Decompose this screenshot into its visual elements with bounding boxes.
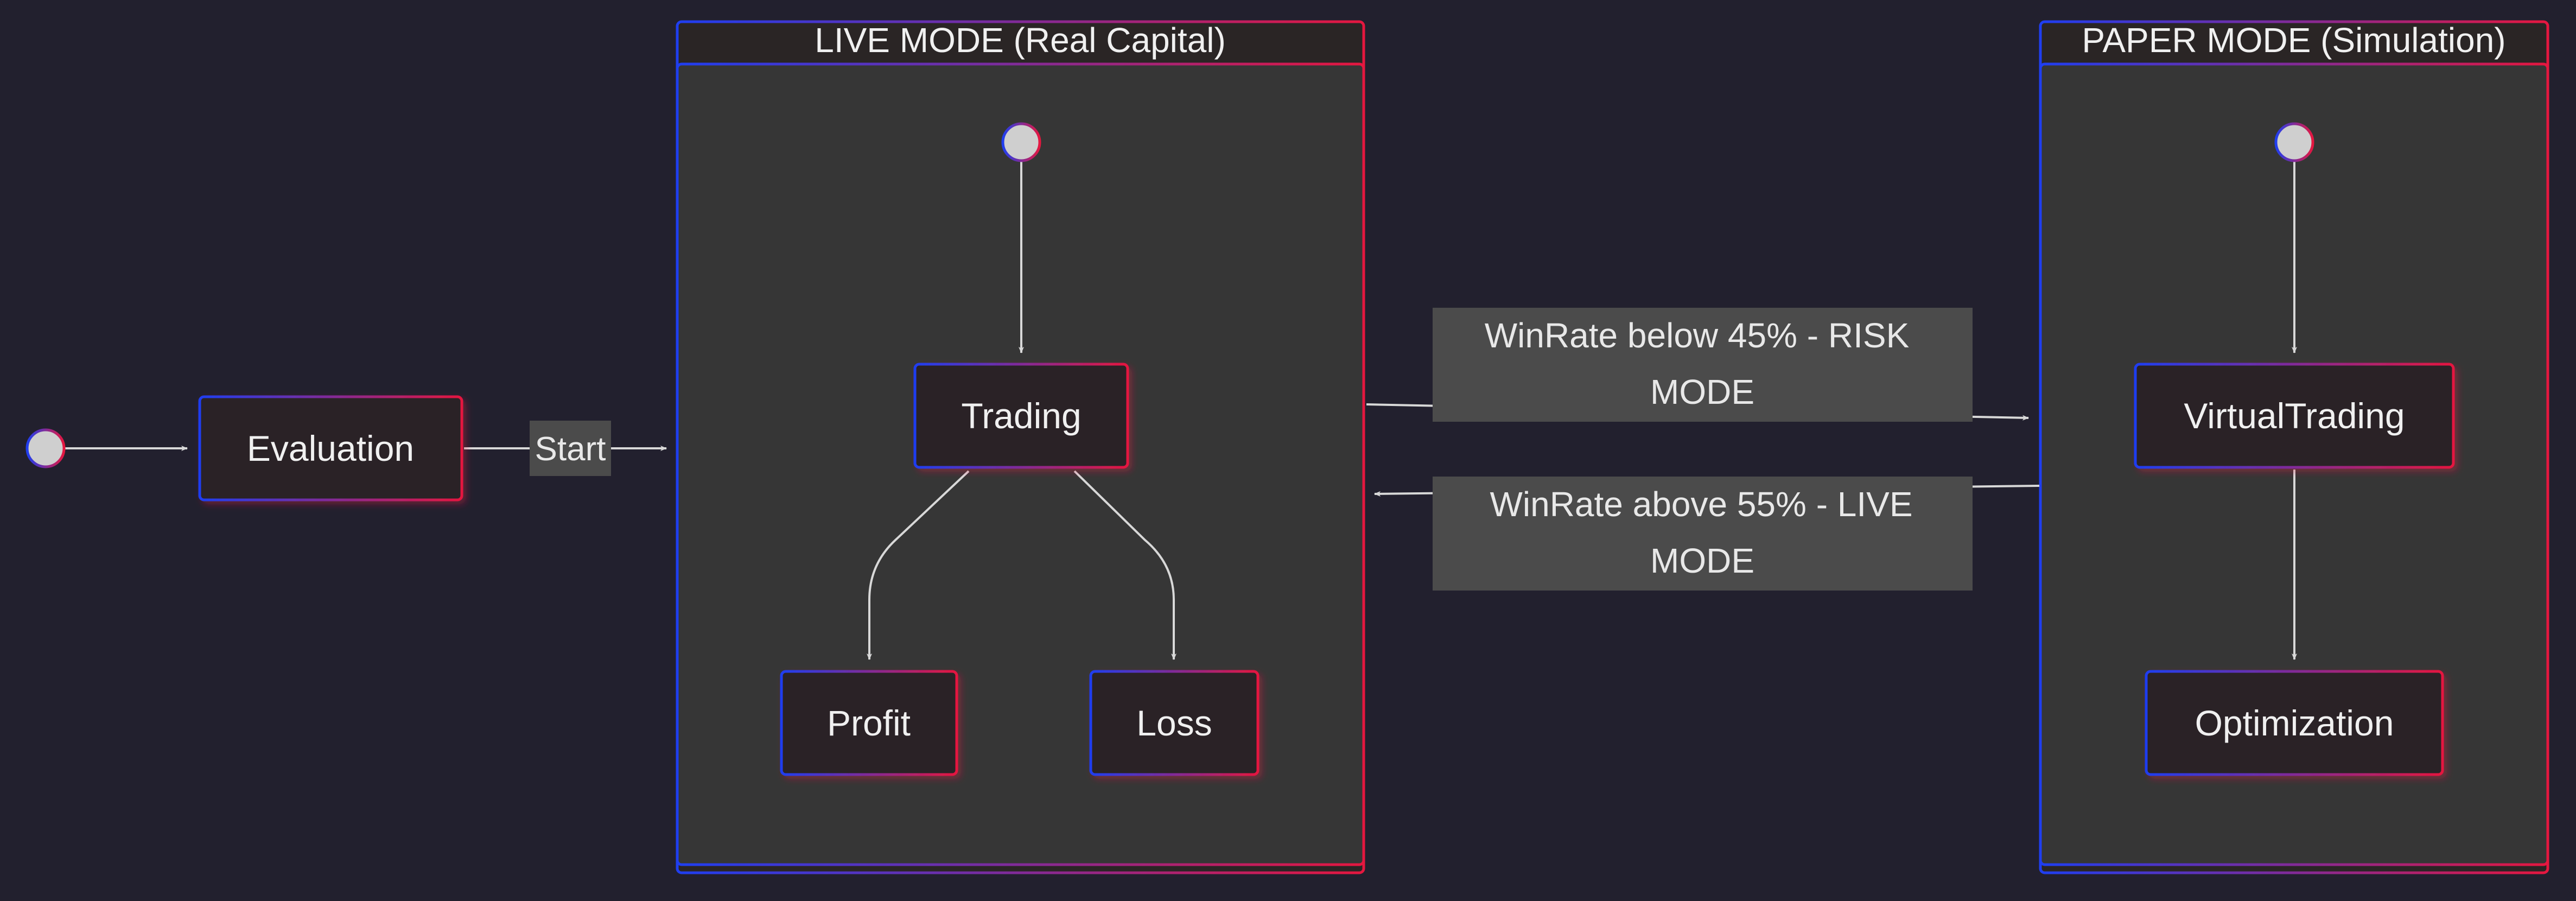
edge-label-to-risk-line1: WinRate below 45% - RISK	[1485, 316, 1910, 355]
state-virtual-trading: VirtualTrading	[2134, 363, 2455, 469]
state-trading-label: Trading	[961, 396, 1081, 436]
edge-label-to-live: WinRate above 55% - LIVE MODE	[1433, 477, 1973, 591]
cluster-live-title: LIVE MODE (Real Capital)	[815, 21, 1226, 60]
state-optimization-label: Optimization	[2195, 703, 2394, 743]
state-profit: Profit	[780, 670, 958, 776]
edge-label-start-text: Start	[535, 430, 606, 468]
state-loss-label: Loss	[1136, 703, 1212, 743]
edge-trading-to-loss	[1073, 470, 1176, 660]
edge-label-to-live-line2: MODE	[1650, 541, 1754, 580]
start-state-initial	[26, 428, 66, 468]
edge-label-to-live-line1: WinRate above 55% - LIVE	[1490, 485, 1912, 524]
state-virtual-trading-label: VirtualTrading	[2184, 396, 2405, 436]
edge-label-to-risk-line2: MODE	[1650, 372, 1754, 411]
state-evaluation-label: Evaluation	[247, 428, 414, 468]
state-trading: Trading	[913, 363, 1129, 469]
edge-label-start: Start	[530, 421, 611, 476]
edge-trading-to-profit	[867, 470, 970, 660]
start-state-live	[1001, 122, 1041, 162]
state-optimization: Optimization	[2145, 670, 2444, 776]
state-evaluation: Evaluation	[198, 395, 463, 502]
cluster-paper-title: PAPER MODE (Simulation)	[2082, 21, 2505, 60]
state-profit-label: Profit	[827, 703, 911, 743]
state-loss: Loss	[1089, 670, 1260, 776]
edge-label-to-risk: WinRate below 45% - RISK MODE	[1433, 308, 1973, 422]
start-state-paper	[2274, 122, 2314, 162]
